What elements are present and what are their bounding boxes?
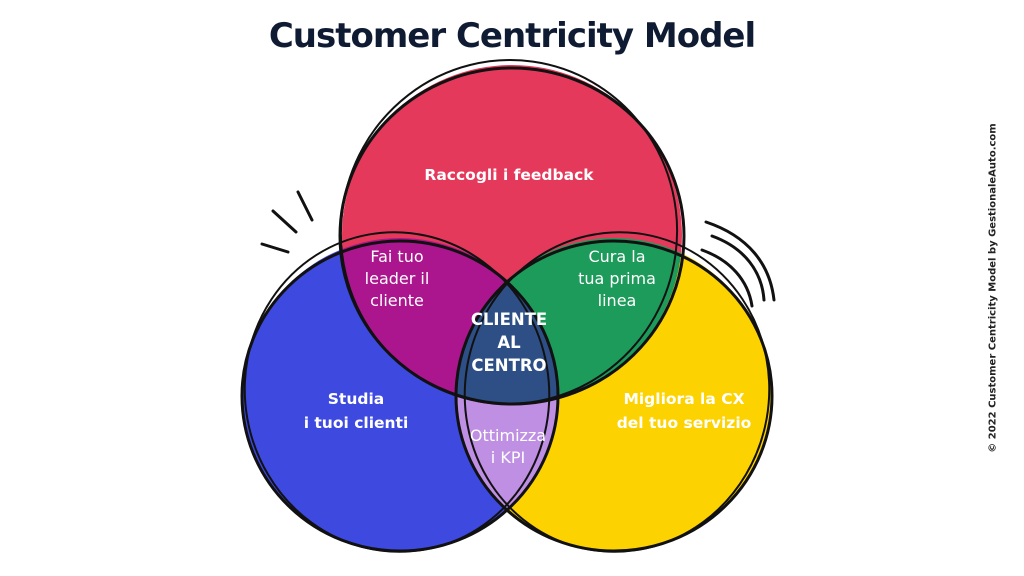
circle-top-outline-2 <box>339 59 679 405</box>
label-top-left-line: leader il <box>365 269 430 288</box>
label-top-line: Raccogli i feedback <box>424 166 594 184</box>
motion-stroke-left-2 <box>271 209 298 234</box>
circle-right-outline-2 <box>463 231 771 553</box>
label-left-right-line: i KPI <box>491 448 525 467</box>
label-right-line: Migliora la CX <box>623 390 744 408</box>
label-right: Migliora la CX del tuo servizio <box>617 390 752 432</box>
label-left-line: Studia <box>328 390 384 408</box>
label-left-line: i tuoi clienti <box>304 414 409 432</box>
label-left: Studia i tuoi clienti <box>304 390 409 432</box>
motion-stroke-right-3 <box>700 248 754 308</box>
label-top-right-line: tua prima <box>578 269 656 288</box>
label-top-right-line: linea <box>598 291 637 310</box>
label-right-line: del tuo servizio <box>617 414 752 432</box>
motion-stroke-right-1 <box>704 220 776 302</box>
label-left-right-line: Ottimizza <box>470 426 546 445</box>
page-title: Customer Centricity Model <box>268 16 756 56</box>
label-top-left-line: Fai tuo <box>370 247 423 266</box>
label-center-line: AL <box>497 333 521 352</box>
label-top: Raccogli i feedback <box>424 166 594 184</box>
label-top-right: Cura la tua prima linea <box>578 247 656 310</box>
label-center: CLIENTE AL CENTRO <box>471 310 547 375</box>
motion-stroke-left-1 <box>260 242 290 254</box>
venn-fills <box>243 65 771 552</box>
circle-left-outline-2 <box>243 231 551 553</box>
copyright-credit: © 2022 Customer Centricity Model by Gest… <box>987 123 999 453</box>
motion-stroke-right-2 <box>710 234 766 302</box>
label-top-right-line: Cura la <box>588 247 645 266</box>
label-left-right: Ottimizza i KPI <box>470 426 546 467</box>
label-center-line: CENTRO <box>471 356 546 375</box>
venn-outlines <box>240 59 776 553</box>
label-top-left: Fai tuo leader il cliente <box>365 247 430 310</box>
label-top-left-line: cliente <box>370 291 424 310</box>
motion-stroke-left-3 <box>296 190 314 222</box>
label-center-line: CLIENTE <box>471 310 547 329</box>
